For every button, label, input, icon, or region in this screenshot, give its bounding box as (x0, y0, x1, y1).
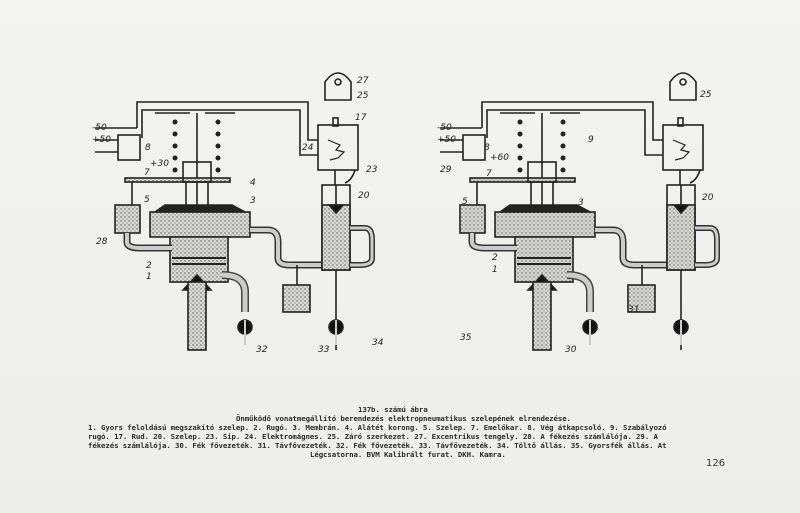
svg-text:8: 8 (145, 143, 151, 153)
svg-text:7: 7 (486, 169, 492, 179)
legend-line: 1. Gyors feloldású megszakító szelep. 2.… (88, 423, 667, 432)
svg-text:+50: +50 (437, 135, 456, 145)
svg-text:24: 24 (302, 143, 314, 153)
svg-text:-50: -50 (92, 123, 107, 133)
left-valve-diagram (95, 73, 372, 350)
svg-text:2: 2 (146, 261, 152, 271)
svg-text:4: 4 (250, 178, 256, 188)
svg-text:9: 9 (588, 135, 594, 145)
svg-text:28: 28 (96, 237, 108, 247)
svg-text:35: 35 (460, 333, 472, 343)
svg-text:+60: +60 (490, 153, 509, 163)
svg-text:-50: -50 (437, 123, 452, 133)
svg-text:25: 25 (700, 90, 712, 100)
right-valve-diagram (440, 73, 717, 350)
svg-text:32: 32 (256, 345, 268, 355)
svg-text:5: 5 (462, 197, 468, 207)
figure-number: 137b. számú ábra (358, 405, 428, 414)
svg-text:31: 31 (628, 305, 639, 315)
svg-text:34: 34 (372, 338, 384, 348)
left-diagram-labels: -50 +50 +30 27 25 17 24 23 20 8 7 4 3 5 … (92, 76, 384, 355)
svg-text:17: 17 (355, 113, 367, 123)
legend-line: fékezés számlálója. 30. Fék fővezeték. 3… (88, 441, 667, 450)
svg-text:+50: +50 (92, 135, 111, 145)
svg-text:20: 20 (702, 193, 714, 203)
svg-text:3: 3 (578, 198, 584, 208)
svg-text:27: 27 (357, 76, 369, 86)
svg-text:2: 2 (492, 253, 498, 263)
svg-text:3: 3 (250, 196, 256, 206)
page-number: 126 (706, 458, 726, 469)
figure-title: Önműködő vonatmegállító berendezés elekt… (236, 414, 571, 423)
legend-line: rugó. 17. Rud. 20. Szelep. 23. Sip. 24. … (88, 432, 658, 441)
svg-text:29: 29 (440, 165, 452, 175)
svg-text:25: 25 (357, 91, 369, 101)
svg-text:5: 5 (144, 195, 150, 205)
svg-text:1: 1 (146, 272, 152, 282)
svg-text:33: 33 (318, 345, 330, 355)
svg-text:1: 1 (492, 265, 498, 275)
right-diagram-labels: -50 +50 +60 25 9 8 29 7 20 5 3 2 1 35 30… (437, 90, 714, 355)
legend-line: Légcsatorna. BVM Kalibrált furat. DKH. K… (310, 450, 506, 459)
svg-text:7: 7 (144, 168, 150, 178)
svg-text:+30: +30 (150, 159, 169, 169)
svg-text:20: 20 (358, 191, 370, 201)
svg-text:23: 23 (366, 165, 378, 175)
svg-text:30: 30 (565, 345, 577, 355)
svg-text:8: 8 (484, 143, 490, 153)
